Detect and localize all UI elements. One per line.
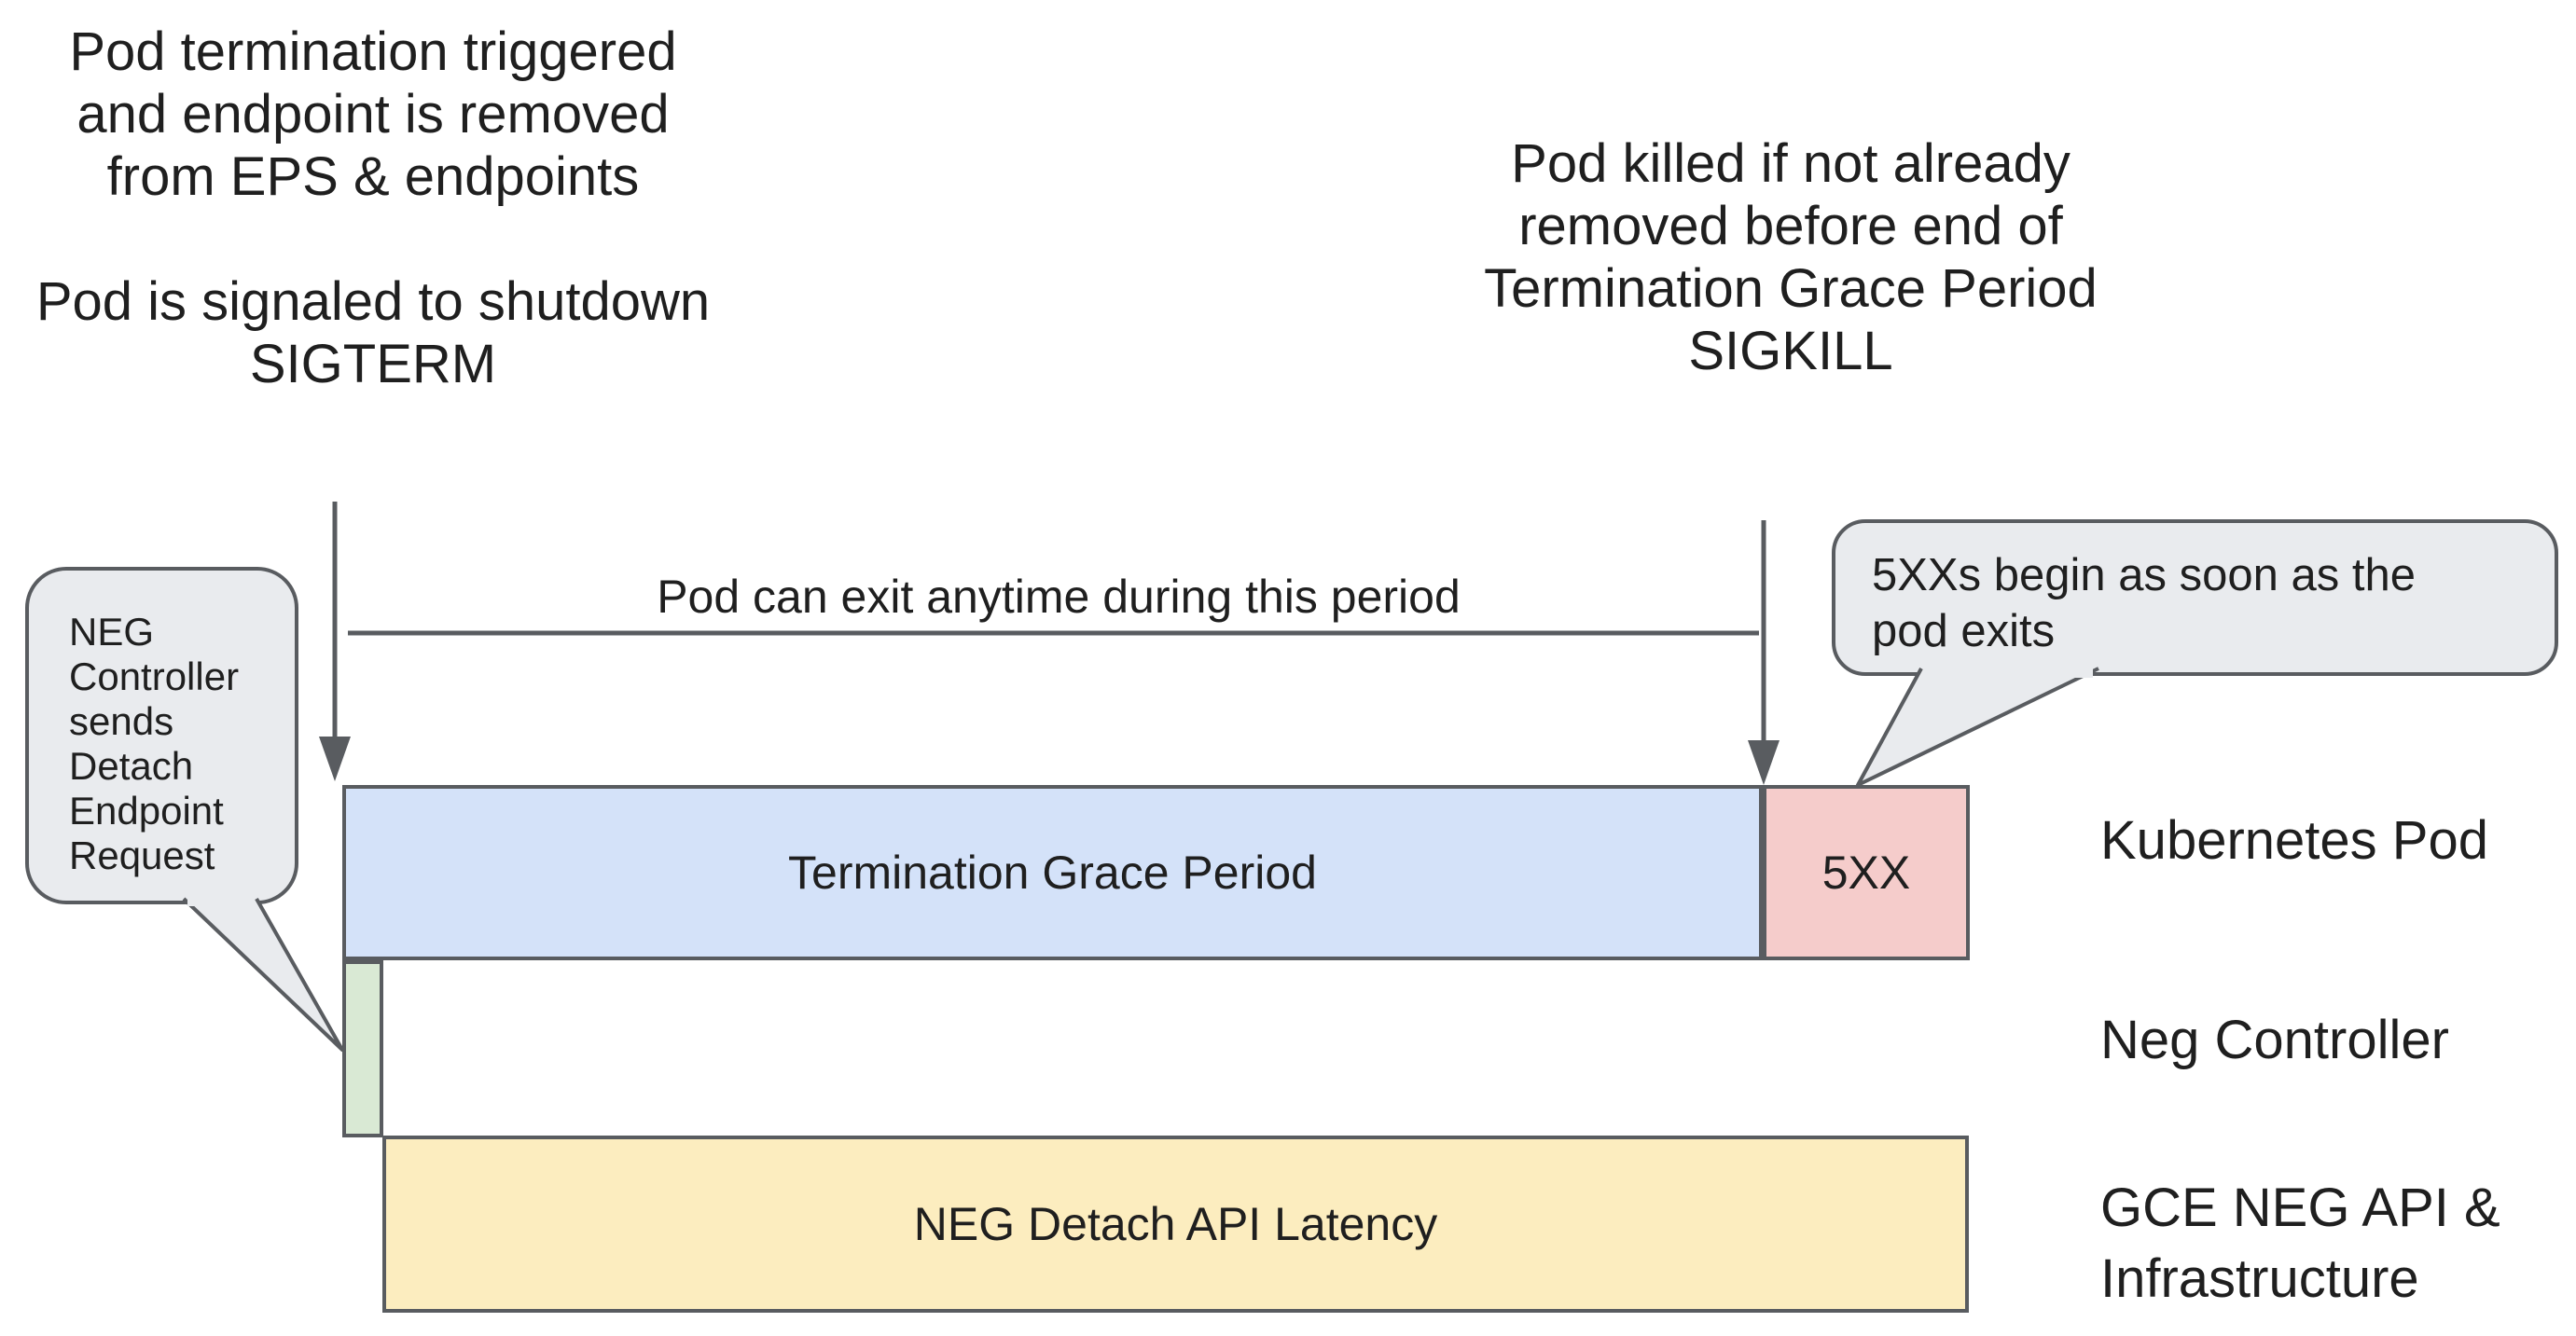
annotation-line: from EPS & endpoints — [106, 146, 640, 207]
lane-label-gce-neg-api: GCE NEG API & Infrastructure — [2100, 1173, 2500, 1315]
annotation-pod-killed: Pod killed if not already removed before… — [1436, 132, 2145, 382]
annotation-line: Termination Grace Period — [1484, 258, 2098, 319]
five-xx-label: 5XX — [1821, 847, 1911, 899]
five-xx-callout-bubble: 5XXs begin as soon as the pod exits — [1832, 519, 2558, 676]
sigterm-arrow-head — [319, 737, 351, 781]
neg-detach-api-latency-bar: NEG Detach API Latency — [382, 1136, 1969, 1313]
neg-detach-request-bar — [342, 960, 383, 1137]
annotation-paragraph: Pod is signaled to shutdown SIGTERM — [28, 270, 718, 395]
annotation-paragraph: Pod termination triggered and endpoint i… — [28, 21, 718, 208]
callout-line: sends — [69, 699, 174, 743]
annotation-line: SIGTERM — [249, 334, 497, 394]
lane-label-line: GCE NEG API & — [2100, 1178, 2500, 1238]
annotation-line: Pod termination triggered — [69, 21, 677, 82]
sigkill-arrow-head — [1748, 740, 1780, 785]
annotation-pod-termination: Pod termination triggered and endpoint i… — [28, 21, 718, 395]
callout-line: Detach — [69, 744, 194, 788]
callout-line: NEG — [69, 610, 155, 654]
annotation-line: SIGKILL — [1688, 321, 1893, 381]
left-bubble-tail — [182, 897, 344, 1052]
lane-label-kubernetes-pod: Kubernetes Pod — [2100, 810, 2488, 871]
neg-controller-callout-bubble: NEG Controller sends Detach Endpoint Req… — [25, 567, 298, 904]
callout-line: 5XXs begin as soon as the — [1872, 550, 2416, 600]
callout-line: Endpoint — [69, 789, 224, 833]
termination-grace-period-bar: Termination Grace Period — [342, 785, 1763, 960]
annotation-line: removed before end of — [1518, 196, 2063, 256]
callout-line: Controller — [69, 654, 240, 698]
callout-line: pod exits — [1872, 606, 2056, 656]
right-bubble-tail — [1856, 667, 2099, 787]
annotation-line: Pod is signaled to shutdown — [35, 271, 711, 332]
termination-grace-period-label: Termination Grace Period — [788, 847, 1317, 899]
neg-detach-api-latency-label: NEG Detach API Latency — [913, 1198, 1438, 1250]
callout-line: Request — [69, 833, 215, 877]
lane-label-line: Infrastructure — [2100, 1248, 2419, 1309]
five-xx-bar: 5XX — [1763, 785, 1970, 960]
annotation-line: and endpoint is removed — [76, 84, 670, 145]
pod-can-exit-label: Pod can exit anytime during this period — [657, 571, 1461, 623]
annotation-line: Pod killed if not already — [1511, 133, 2070, 194]
lane-label-neg-controller: Neg Controller — [2100, 1010, 2449, 1070]
